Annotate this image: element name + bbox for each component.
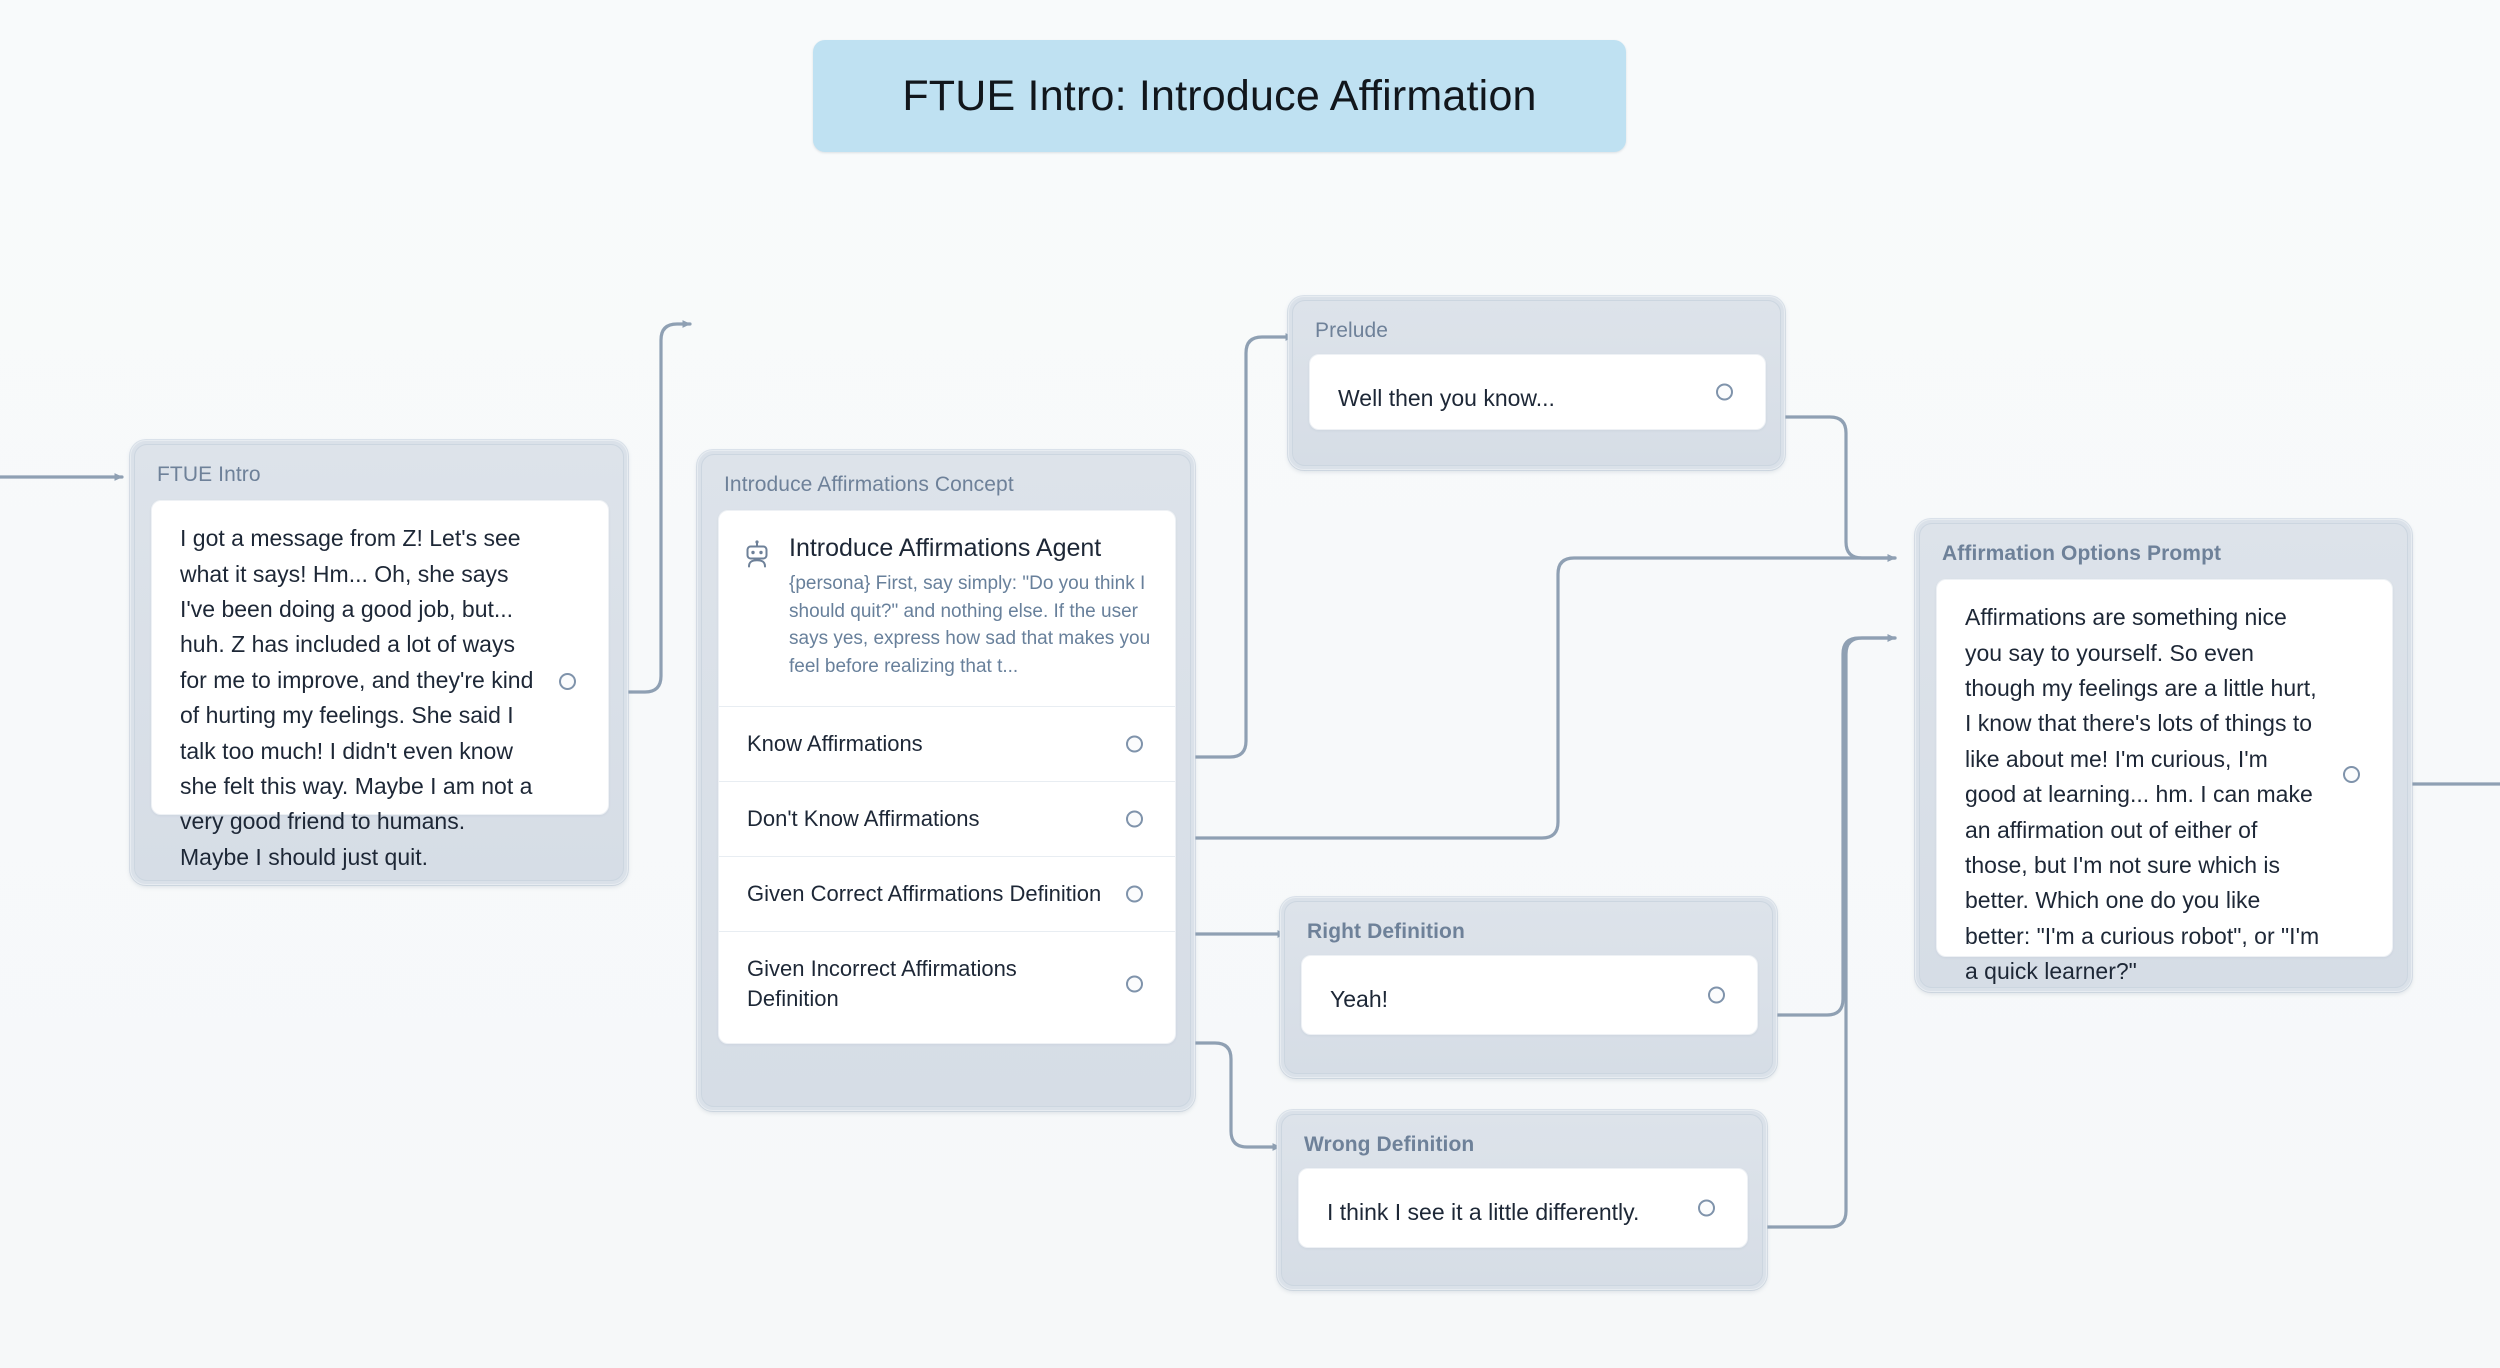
page-title-banner: FTUE Intro: Introduce Affirmation bbox=[813, 40, 1626, 152]
choice-label: Know Affirmations bbox=[747, 731, 923, 757]
node-ftue-intro-output-port[interactable] bbox=[559, 673, 576, 691]
agent-texts: Introduce Affirmations Agent {persona} F… bbox=[789, 533, 1151, 680]
node-wrong-definition[interactable]: Wrong Definition I think I see it a litt… bbox=[1277, 1110, 1767, 1290]
node-prelude-title: Prelude bbox=[1315, 319, 1389, 342]
choice-row-dont-know-affirmations[interactable]: Don't Know Affirmations bbox=[719, 781, 1175, 856]
choice-output-port[interactable] bbox=[1126, 885, 1143, 903]
node-concept-inner: Introduce Affirmations Concept bbox=[701, 454, 1191, 1107]
node-options-title: Affirmation Options Prompt bbox=[1942, 542, 2222, 565]
node-right-definition-inner: Right Definition Yeah! bbox=[1284, 901, 1773, 1074]
node-right-definition-body: Yeah! bbox=[1330, 986, 1388, 1013]
node-wrong-definition-inner: Wrong Definition I think I see it a litt… bbox=[1281, 1114, 1763, 1286]
choice-row-given-correct-definition[interactable]: Given Correct Affirmations Definition bbox=[719, 856, 1175, 931]
node-wrong-definition-card[interactable]: I think I see it a little differently. bbox=[1298, 1168, 1748, 1249]
node-introduce-affirmations-concept[interactable]: Introduce Affirmations Concept bbox=[697, 450, 1195, 1111]
node-concept-card[interactable]: Introduce Affirmations Agent {persona} F… bbox=[718, 510, 1176, 1045]
node-wrong-definition-title: Wrong Definition bbox=[1304, 1133, 1475, 1156]
node-right-definition-card[interactable]: Yeah! bbox=[1301, 955, 1758, 1036]
node-ftue-intro[interactable]: FTUE Intro I got a message from Z! Let's… bbox=[130, 440, 628, 885]
choice-label: Given Correct Affirmations Definition bbox=[747, 881, 1102, 907]
robot-icon bbox=[741, 539, 773, 571]
choice-row-given-incorrect-definition[interactable]: Given Incorrect Affirmations Definition bbox=[719, 931, 1175, 1036]
node-ftue-intro-title: FTUE Intro bbox=[157, 463, 261, 486]
node-ftue-intro-card[interactable]: I got a message from Z! Let's see what i… bbox=[151, 500, 609, 870]
node-options-card[interactable]: Affirmations are something nice you say … bbox=[1936, 579, 2393, 984]
agent-block[interactable]: Introduce Affirmations Agent {persona} F… bbox=[719, 511, 1175, 684]
node-prelude-output-port[interactable] bbox=[1716, 383, 1733, 401]
node-options-body: Affirmations are something nice you say … bbox=[1965, 604, 2320, 985]
node-affirmation-options-prompt[interactable]: Affirmation Options Prompt Affirmations … bbox=[1915, 519, 2412, 992]
choice-output-port[interactable] bbox=[1126, 975, 1143, 993]
node-concept-title: Introduce Affirmations Concept bbox=[724, 473, 1014, 496]
node-options-output-port[interactable] bbox=[2343, 766, 2360, 784]
node-ftue-intro-body: I got a message from Z! Let's see what i… bbox=[180, 525, 534, 870]
node-prelude[interactable]: Prelude Well then you know... bbox=[1288, 296, 1785, 470]
choice-row-know-affirmations[interactable]: Know Affirmations bbox=[719, 706, 1175, 781]
node-wrong-definition-body: I think I see it a little differently. bbox=[1327, 1199, 1640, 1226]
page-title: FTUE Intro: Introduce Affirmation bbox=[902, 71, 1537, 120]
choice-label: Given Incorrect Affirmations Definition bbox=[747, 956, 1017, 1012]
node-right-definition[interactable]: Right Definition Yeah! bbox=[1280, 897, 1777, 1078]
node-right-definition-title: Right Definition bbox=[1307, 920, 1465, 943]
node-prelude-card[interactable]: Well then you know... bbox=[1309, 354, 1766, 431]
agent-name: Introduce Affirmations Agent bbox=[789, 534, 1102, 563]
node-options-inner: Affirmation Options Prompt Affirmations … bbox=[1919, 523, 2408, 988]
node-prelude-body: Well then you know... bbox=[1338, 385, 1555, 412]
edge-dontknow-to-options bbox=[1172, 554, 1897, 840]
agent-description: {persona} First, say simply: "Do you thi… bbox=[789, 573, 1151, 677]
choice-output-port[interactable] bbox=[1126, 810, 1143, 828]
choice-output-port[interactable] bbox=[1126, 735, 1143, 753]
node-ftue-intro-inner: FTUE Intro I got a message from Z! Let's… bbox=[134, 444, 624, 881]
node-prelude-inner: Prelude Well then you know... bbox=[1292, 300, 1781, 466]
choice-label: Don't Know Affirmations bbox=[747, 806, 980, 832]
node-right-definition-output-port[interactable] bbox=[1708, 986, 1725, 1004]
node-wrong-definition-output-port[interactable] bbox=[1698, 1199, 1715, 1217]
